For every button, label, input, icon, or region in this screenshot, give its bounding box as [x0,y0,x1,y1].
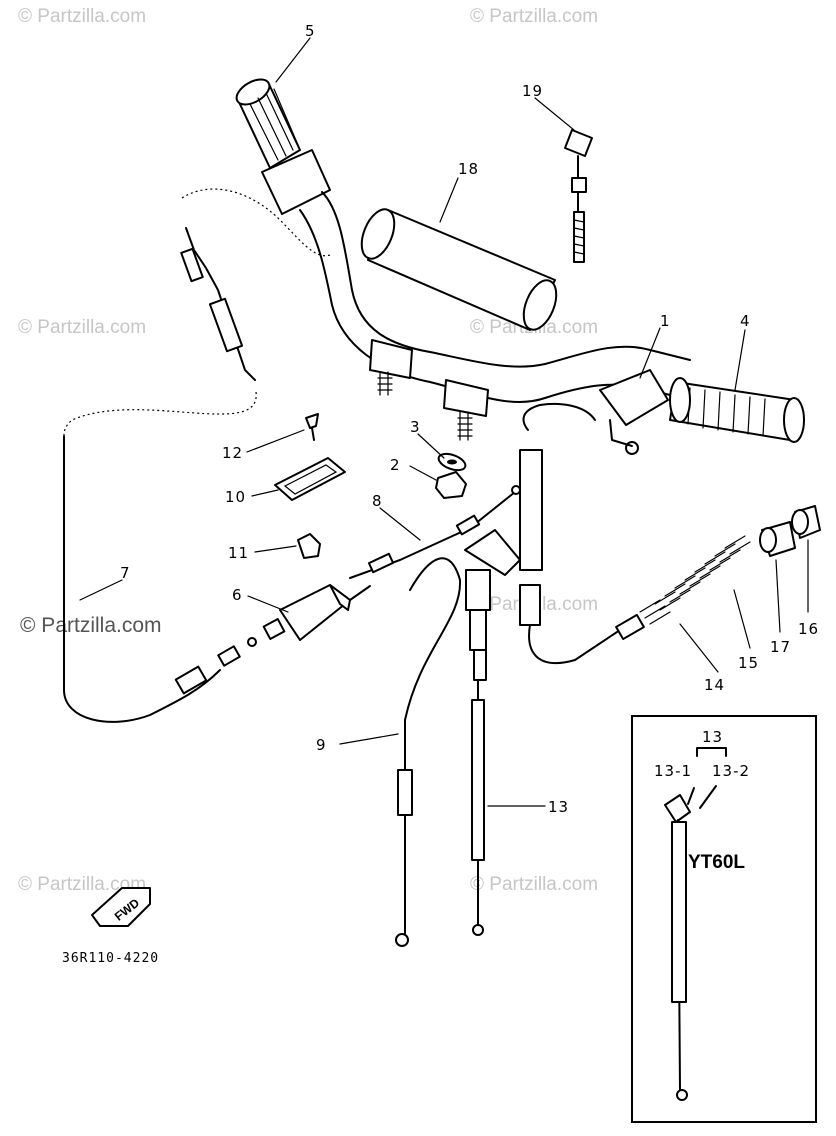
callouts: 5 19 18 1 4 12 3 2 10 8 11 7 6 9 13 14 1… [120,22,819,816]
drawing-code: 36R110-4220 [62,951,159,966]
callout-12: 12 [222,444,243,462]
callout-8: 8 [372,492,383,510]
inset-callout-13-1: 13-1 [654,762,692,780]
throttle-cable-long [519,402,645,665]
callout-9: 9 [316,736,327,754]
nut [435,471,467,499]
leader-lines [79,37,809,807]
inset-model-label: YT60L [688,852,745,873]
callout-13: 13 [548,798,569,816]
watermark-group: © Partzilla.com © Partzilla.com © Partzi… [18,6,598,895]
watermark-prominent: © Partzilla.com [20,614,162,637]
callout-14: 14 [704,676,725,694]
cap-outer [791,505,821,539]
inset-callout-13: 13 [702,728,723,746]
callout-18: 18 [458,160,479,178]
callout-5: 5 [305,22,316,40]
inset-callout-13-2: 13-2 [712,762,750,780]
fwd-arrow: FWD [91,887,151,927]
watermark: © Partzilla.com [18,874,146,895]
brake-cable [395,557,462,947]
callout-19: 19 [522,82,543,100]
cap-inner [759,521,796,557]
throttle-cable [349,485,521,579]
callout-2: 2 [390,456,401,474]
grip-left [235,78,301,169]
cable-long-left [63,188,331,723]
handlebar [261,149,691,455]
callout-6: 6 [232,586,243,604]
callout-17: 17 [770,638,791,656]
grip-right [669,377,805,443]
throttle-spring [639,535,751,625]
callout-1: 1 [660,312,671,330]
ignition-key [564,129,593,263]
callout-16: 16 [798,620,819,638]
switch-cover [274,457,346,501]
bolt [305,413,319,441]
watermark: © Partzilla.com [470,874,598,895]
watermark: © Partzilla.com [18,6,146,27]
callout-4: 4 [740,312,751,330]
watermark: © Partzilla.com [470,6,598,27]
inset-labels: 13 13-1 13-2 YT60L [654,728,750,873]
choke-cable [464,529,521,936]
bar-pad [360,208,558,331]
engine-stop-switch [247,584,371,647]
washer [437,452,467,472]
callout-3: 3 [410,418,421,436]
switch-nut [297,533,321,559]
callout-7: 7 [120,564,131,582]
callout-11: 11 [228,544,249,562]
watermark: © Partzilla.com [18,317,146,338]
callout-15: 15 [738,654,759,672]
callout-10: 10 [225,488,246,506]
inset-box [631,715,817,1123]
